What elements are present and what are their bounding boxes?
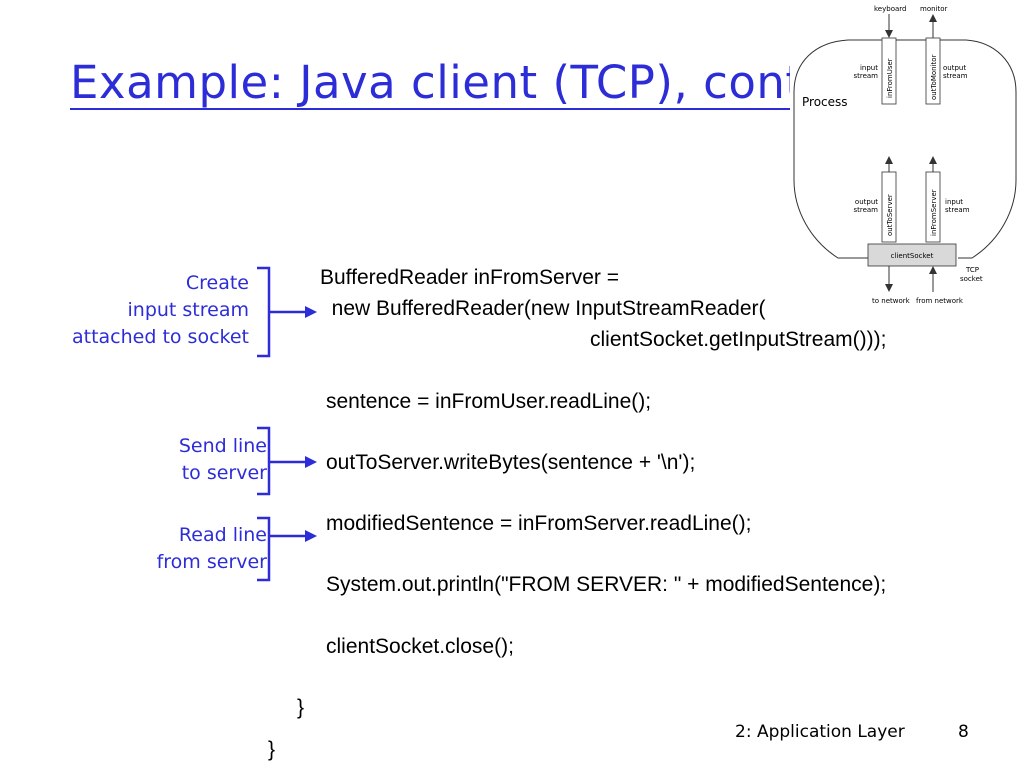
code-line: modifiedSentence = inFromServer.readLine… xyxy=(326,512,752,535)
send-line-annotation: Send line to server xyxy=(179,433,267,487)
output-stream-top-2: stream xyxy=(943,72,968,80)
out-to-monitor-label: outToMonitor xyxy=(930,54,938,100)
closing-brace: } xyxy=(297,696,305,719)
client-socket-box xyxy=(867,243,957,267)
footer-label: 2: Application Layer xyxy=(735,722,905,742)
output-stream-bottom-2: stream xyxy=(853,206,878,214)
send-arrowhead xyxy=(305,456,317,468)
output-stream-top-1: output xyxy=(943,64,966,72)
code-line: sentence = inFromUser.readLine(); xyxy=(326,390,652,413)
read-arrowhead xyxy=(305,530,317,542)
code-line: new BufferedReader(new InputStreamReader… xyxy=(320,297,766,320)
annotation-line: Read line xyxy=(178,524,267,546)
process-diagram: keyboard monitor Process input stream ou… xyxy=(790,0,1024,312)
input-stream-top-2: stream xyxy=(853,72,878,80)
process-outline xyxy=(793,39,1017,259)
annotation-line: Create xyxy=(185,272,249,294)
to-network-label: to network xyxy=(872,297,911,305)
annotation-line: from server xyxy=(156,551,267,573)
output-stream-bottom-1: output xyxy=(855,198,878,206)
code-line: outToServer.writeBytes(sentence + '\n'); xyxy=(326,451,696,474)
closing-brace: } xyxy=(268,738,276,761)
annotation-line: to server xyxy=(181,462,267,484)
client-socket-label: clientSocket xyxy=(891,252,934,260)
from-network-label: from network xyxy=(916,297,964,305)
keyboard-label: keyboard xyxy=(874,5,906,13)
code-line: System.out.println("FROM SERVER: " + mod… xyxy=(326,573,887,596)
read-bracket xyxy=(257,516,271,582)
code-line: clientSocket.close(); xyxy=(326,635,514,658)
input-stream-bottom-1: input xyxy=(945,198,963,206)
tcp-socket-label-1: TCP xyxy=(965,266,979,274)
process-label: Process xyxy=(802,95,848,109)
input-stream-bottom-2: stream xyxy=(945,206,970,214)
code-line: BufferedReader inFromServer = xyxy=(320,266,620,289)
out-to-server-label: outToServer xyxy=(886,194,894,236)
annotation-line: attached to socket xyxy=(71,326,249,348)
annotation-line: Send line xyxy=(178,435,267,457)
in-from-server-label: inFromServer xyxy=(930,189,938,236)
send-bracket xyxy=(257,426,271,496)
in-from-user-label: inFromUser xyxy=(886,58,894,98)
create-input-stream-annotation: Create input stream attached to socket xyxy=(72,270,249,351)
annotation-brackets xyxy=(257,266,317,582)
create-arrowhead xyxy=(305,306,317,318)
create-bracket xyxy=(257,266,271,358)
tcp-socket-label-2: socket xyxy=(960,275,983,283)
monitor-label: monitor xyxy=(920,5,948,13)
read-line-annotation: Read line from server xyxy=(157,522,267,576)
annotation-line: input stream xyxy=(127,299,250,321)
slide-title: Example: Java client (TCP), cont. xyxy=(70,56,819,109)
code-line: clientSocket.getInputStream())); xyxy=(590,328,887,351)
input-stream-top-1: input xyxy=(860,64,878,72)
page-number: 8 xyxy=(958,722,969,742)
